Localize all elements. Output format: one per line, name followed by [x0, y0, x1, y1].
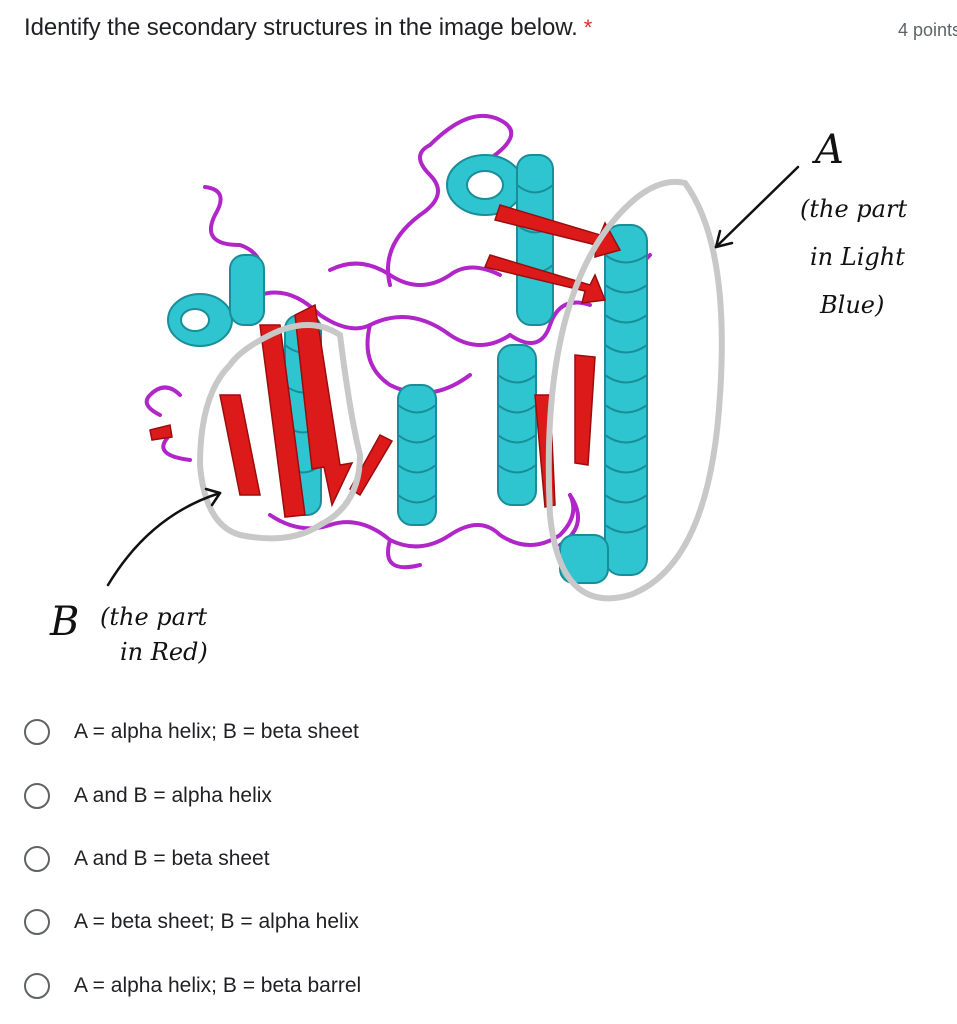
annotation-arrows — [106, 165, 800, 587]
radio-button[interactable] — [24, 783, 50, 809]
protein-ribbon-diagram: A (the part in Light Blue) B (the part i… — [49, 113, 907, 666]
option-label: A and B = beta sheet — [74, 847, 270, 870]
marker-circles — [196, 178, 725, 602]
radio-button[interactable] — [24, 909, 50, 935]
annotation-a-note-line1: (the part — [800, 195, 907, 223]
annotation-a-note-line3: Blue) — [819, 291, 884, 319]
question-header: Identify the secondary structures in the… — [24, 12, 957, 52]
required-marker: * — [583, 15, 593, 40]
radio-button[interactable] — [24, 846, 50, 872]
option-label: A = beta sheet; B = alpha helix — [74, 910, 359, 933]
option-label: A and B = alpha helix — [74, 784, 272, 807]
option-1[interactable]: A = alpha helix; B = beta sheet — [24, 710, 359, 754]
protein-structure-figure: A (the part in Light Blue) B (the part i… — [30, 95, 957, 685]
option-5[interactable]: A = alpha helix; B = beta barrel — [24, 964, 361, 1008]
annotation-b-letter: B — [49, 599, 79, 645]
radio-button[interactable] — [24, 719, 50, 745]
annotation-b-note-line2: in Red) — [120, 638, 208, 666]
annotation-a-note-line2: in Light — [810, 243, 905, 271]
question-text: Identify the secondary structures in the… — [24, 14, 578, 41]
option-2[interactable]: A and B = alpha helix — [24, 774, 272, 818]
option-3[interactable]: A and B = beta sheet — [24, 837, 270, 881]
annotation-b-note-line1: (the part — [100, 603, 207, 631]
option-label: A = alpha helix; B = beta sheet — [74, 720, 359, 743]
option-label: A = alpha helix; B = beta barrel — [74, 974, 362, 997]
points-label: 4 points — [897, 20, 957, 40]
radio-button[interactable] — [24, 973, 50, 999]
annotation-a-letter: A — [811, 127, 844, 173]
question-title: Identify the secondary structures in the… — [24, 14, 592, 42]
option-4[interactable]: A = beta sheet; B = alpha helix — [24, 900, 359, 944]
